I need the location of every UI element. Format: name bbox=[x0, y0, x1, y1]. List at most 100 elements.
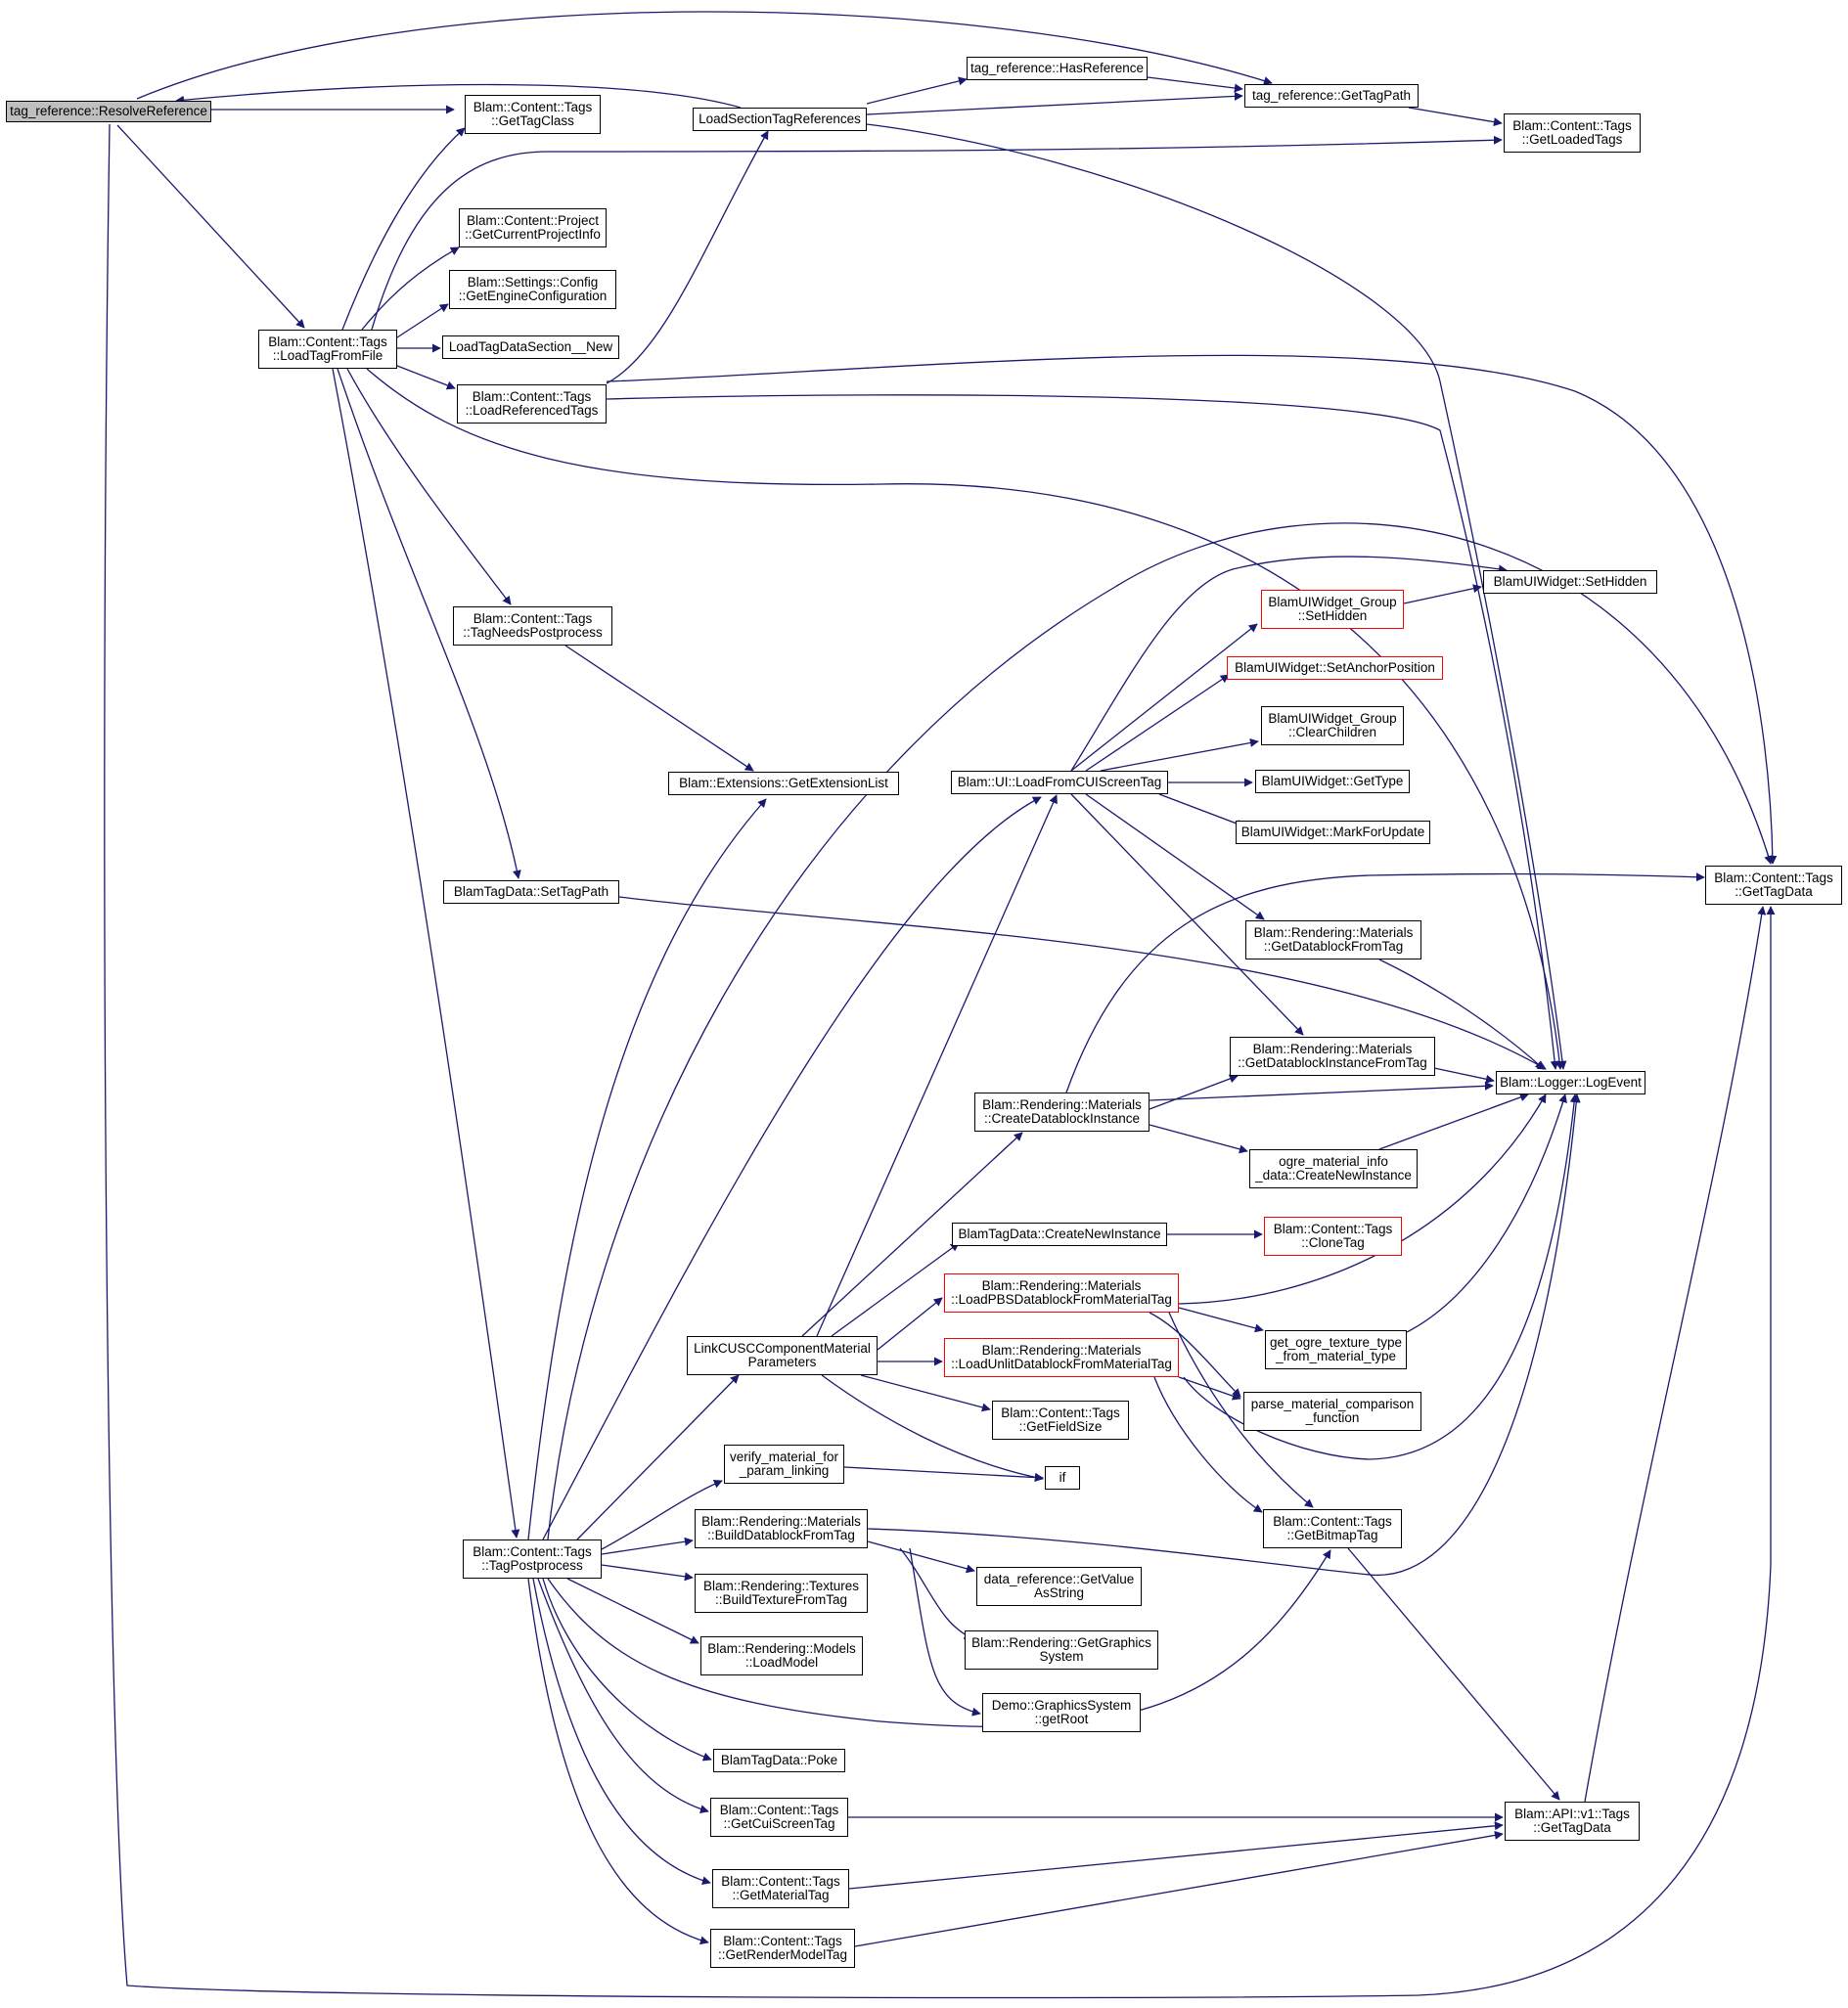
node-get-datablock-instance-from-tag[interactable]: Blam::Rendering::Materials::GetDatablock… bbox=[1230, 1037, 1435, 1076]
node-has-reference[interactable]: tag_reference::HasReference bbox=[967, 57, 1148, 80]
node-label-line: Blam::Rendering::GetGraphics bbox=[971, 1635, 1151, 1650]
node-log-event[interactable]: Blam::Logger::LogEvent bbox=[1496, 1071, 1645, 1094]
node-build-datablock-from-tag[interactable]: Blam::Rendering::Materials::BuildDatablo… bbox=[695, 1509, 868, 1548]
node-ui-widget-group-set-hidden[interactable]: BlamUIWidget_Group::SetHidden bbox=[1261, 590, 1404, 629]
node-load-pbs-datablock[interactable]: Blam::Rendering::Materials::LoadPBSDatab… bbox=[944, 1273, 1179, 1313]
node-label-line: Blam::Content::Tags bbox=[473, 611, 593, 626]
node-label-line: tag_reference::HasReference bbox=[969, 61, 1145, 75]
call-edge-to-set-tag-path bbox=[337, 368, 521, 879]
node-create-datablock-instance[interactable]: Blam::Rendering::Materials::CreateDatabl… bbox=[974, 1093, 1149, 1132]
call-edge-to-get-value-as-string bbox=[867, 1540, 975, 1574]
node-label-line: Blam::Content::Tags bbox=[719, 1803, 839, 1817]
node-label-line: ::GetDatablockFromTag bbox=[1263, 939, 1404, 954]
call-edge-to-log-event bbox=[1178, 1093, 1547, 1305]
node-label-line: ogre_material_info bbox=[1279, 1154, 1388, 1169]
node-ui-widget-get-type[interactable]: BlamUIWidget::GetType bbox=[1255, 770, 1410, 793]
node-verify-material[interactable]: verify_material_for_param_linking bbox=[724, 1445, 844, 1484]
node-label-line: Blam::Content::Tags bbox=[1001, 1406, 1120, 1420]
call-edge-to-get-tag-class bbox=[341, 127, 466, 331]
call-edge-to-get-bitmap-tag bbox=[1153, 1376, 1263, 1513]
node-load-tag-data-section-new[interactable]: LoadTagDataSection__New bbox=[442, 335, 619, 359]
call-edge-to-get-extension-list bbox=[527, 798, 767, 1540]
node-if-node[interactable]: if bbox=[1045, 1466, 1080, 1490]
call-edge-to-get-current-project-info bbox=[361, 246, 460, 331]
node-label-line: ::BuildDatablockFromTag bbox=[707, 1528, 855, 1542]
node-tag-postprocess[interactable]: Blam::Content::Tags::TagPostprocess bbox=[463, 1539, 602, 1579]
node-label-line: ::LoadReferencedTags bbox=[465, 403, 599, 418]
node-label-line: BlamTagData::SetTagPath bbox=[453, 884, 609, 899]
call-edge-to-content-get-tag-data bbox=[1065, 872, 1705, 1093]
node-label-line: _from_material_type bbox=[1275, 1349, 1397, 1363]
node-load-unlit-datablock[interactable]: Blam::Rendering::Materials::LoadUnlitDat… bbox=[944, 1338, 1179, 1377]
call-edge-to-tag-postprocess bbox=[332, 368, 520, 1539]
node-label-line: Blam::Logger::LogEvent bbox=[1500, 1075, 1642, 1090]
call-edge-to-parse-material-comparison bbox=[1149, 1312, 1241, 1398]
node-get-engine-config[interactable]: Blam::Settings::Config::GetEngineConfigu… bbox=[449, 270, 616, 309]
node-get-tag-path[interactable]: tag_reference::GetTagPath bbox=[1244, 84, 1419, 108]
node-get-datablock-from-tag[interactable]: Blam::Rendering::Materials::GetDatablock… bbox=[1245, 920, 1421, 959]
node-tagdata-poke[interactable]: BlamTagData::Poke bbox=[713, 1749, 845, 1772]
call-edge-to-ui-widget-set-hidden bbox=[1403, 584, 1482, 604]
node-get-cui-screen-tag[interactable]: Blam::Content::Tags::GetCuiScreenTag bbox=[710, 1798, 848, 1837]
call-edge-to-mark-for-update bbox=[1158, 793, 1245, 828]
node-label-line: Blam::UI::LoadFromCUIScreenTag bbox=[957, 775, 1162, 789]
node-label-line: BlamUIWidget::SetHidden bbox=[1493, 574, 1647, 589]
call-edge-to-log-event bbox=[1378, 1093, 1529, 1150]
call-edge-to-clear-children bbox=[1100, 738, 1259, 772]
node-get-render-model-tag[interactable]: Blam::Content::Tags::GetRenderModelTag bbox=[710, 1929, 855, 1968]
node-load-section-refs[interactable]: LoadSectionTagReferences bbox=[693, 108, 867, 131]
node-label-line: ::LoadModel bbox=[744, 1655, 819, 1670]
node-build-texture-from-tag[interactable]: Blam::Rendering::Textures::BuildTextureF… bbox=[695, 1574, 868, 1613]
call-edge-to-create-datablock-instance bbox=[801, 1132, 1023, 1337]
node-get-material-tag[interactable]: Blam::Content::Tags::GetMaterialTag bbox=[712, 1869, 849, 1908]
node-tag-needs-postprocess[interactable]: Blam::Content::Tags::TagNeedsPostprocess bbox=[453, 606, 612, 646]
node-label-line: ::TagPostprocess bbox=[481, 1558, 583, 1573]
node-label-line: Blam::Content::Tags bbox=[473, 1544, 592, 1559]
node-resolve-ref[interactable]: tag_reference::ResolveReference bbox=[6, 101, 211, 122]
node-mark-for-update[interactable]: BlamUIWidget::MarkForUpdate bbox=[1236, 821, 1430, 844]
node-content-get-tag-data[interactable]: Blam::Content::Tags::GetTagData bbox=[1705, 866, 1842, 905]
node-api-get-tag-data[interactable]: Blam::API::v1::Tags::GetTagData bbox=[1505, 1802, 1640, 1841]
node-get-tag-class[interactable]: Blam::Content::Tags::GetTagClass bbox=[465, 95, 601, 134]
node-ogre-create-new-instance[interactable]: ogre_material_info_data::CreateNewInstan… bbox=[1249, 1149, 1418, 1188]
node-tagdata-create-new-instance[interactable]: BlamTagData::CreateNewInstance bbox=[952, 1223, 1167, 1246]
node-label-line: parse_material_comparison bbox=[1250, 1397, 1415, 1411]
node-load-from-cui-screen-tag[interactable]: Blam::UI::LoadFromCUIScreenTag bbox=[951, 771, 1168, 794]
node-label-line: Blam::API::v1::Tags bbox=[1514, 1807, 1630, 1821]
node-label-line: Blam::Content::Tags bbox=[1714, 870, 1833, 885]
node-load-tag-from-file[interactable]: Blam::Content::Tags::LoadTagFromFile bbox=[258, 330, 397, 369]
node-label-line: Blam::Extensions::GetExtensionList bbox=[679, 776, 888, 790]
node-parse-material-comparison[interactable]: parse_material_comparison_function bbox=[1243, 1392, 1421, 1431]
call-edge-to-get-render-model-tag bbox=[527, 1578, 709, 1945]
node-get-loaded-tags[interactable]: Blam::Content::Tags::GetLoadedTags bbox=[1504, 113, 1641, 153]
node-clone-tag[interactable]: Blam::Content::Tags::CloneTag bbox=[1264, 1217, 1402, 1256]
node-get-field-size[interactable]: Blam::Content::Tags::GetFieldSize bbox=[992, 1401, 1129, 1440]
node-get-ogre-texture-type[interactable]: get_ogre_texture_type_from_material_type bbox=[1265, 1330, 1407, 1369]
node-demo-get-root[interactable]: Demo::GraphicsSystem::getRoot bbox=[982, 1693, 1141, 1732]
call-edge-to-log-event bbox=[366, 368, 1564, 1070]
node-clear-children[interactable]: BlamUIWidget_Group::ClearChildren bbox=[1261, 706, 1404, 745]
node-load-referenced-tags[interactable]: Blam::Content::Tags::LoadReferencedTags bbox=[457, 384, 607, 424]
call-edge-to-if-node bbox=[843, 1466, 1044, 1483]
node-label-line: Blam::Content::Tags bbox=[721, 1874, 840, 1889]
node-label-line: Blam::Rendering::Models bbox=[707, 1641, 856, 1656]
call-edge-to-ui-widget-set-hidden bbox=[1070, 556, 1508, 772]
node-get-extension-list[interactable]: Blam::Extensions::GetExtensionList bbox=[668, 772, 899, 795]
node-ui-widget-set-hidden[interactable]: BlamUIWidget::SetHidden bbox=[1483, 570, 1657, 594]
node-get-current-project-info[interactable]: Blam::Content::Project::GetCurrentProjec… bbox=[459, 208, 607, 247]
call-edge-to-get-tag-path bbox=[866, 91, 1243, 115]
node-get-bitmap-tag[interactable]: Blam::Content::Tags::GetBitmapTag bbox=[1263, 1509, 1402, 1548]
node-label-line: BlamUIWidget::MarkForUpdate bbox=[1240, 825, 1425, 839]
node-set-tag-path[interactable]: BlamTagData::SetTagPath bbox=[443, 880, 619, 904]
node-set-anchor-position[interactable]: BlamUIWidget::SetAnchorPosition bbox=[1227, 656, 1443, 680]
node-label-line: ::GetDatablockInstanceFromTag bbox=[1238, 1055, 1427, 1070]
node-load-model[interactable]: Blam::Rendering::Models::LoadModel bbox=[700, 1636, 863, 1675]
call-edge-to-log-event bbox=[866, 123, 1567, 1070]
node-label-line: BlamUIWidget::SetAnchorPosition bbox=[1235, 660, 1435, 675]
call-edge-to-resolve-ref bbox=[175, 83, 742, 109]
node-label-line: ::GetFieldSize bbox=[1018, 1419, 1103, 1434]
node-label-line: ::GetRenderModelTag bbox=[717, 1947, 848, 1962]
